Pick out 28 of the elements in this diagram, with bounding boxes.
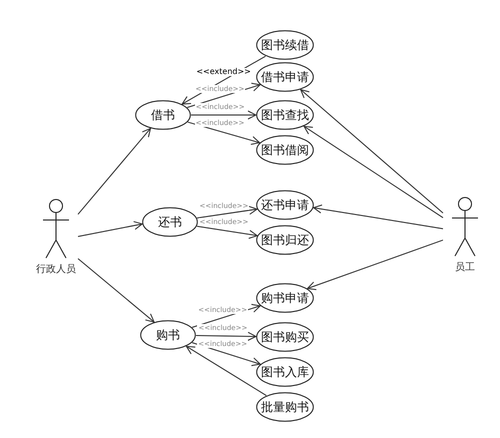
arrow bbox=[313, 204, 444, 230]
use-case-ellipse: 购书 bbox=[140, 320, 196, 350]
use-case-ellipse: 图书归还 bbox=[256, 225, 314, 255]
arrow bbox=[304, 126, 444, 218]
use-case-ellipse: 图书入库 bbox=[256, 357, 314, 387]
use-case-ellipse: 批量购书 bbox=[256, 392, 314, 422]
edge-label: <<extend>> bbox=[195, 68, 252, 76]
use-case-ellipse: 图书借阅 bbox=[256, 135, 314, 165]
actor-name: 行政人员 bbox=[35, 263, 77, 276]
arrow bbox=[78, 221, 143, 238]
use-case-ellipse: 图书购买 bbox=[256, 322, 314, 352]
use-case-ellipse: 还书申请 bbox=[256, 190, 314, 220]
arrow bbox=[196, 226, 258, 239]
use-case-ellipse: 借书申请 bbox=[256, 62, 314, 92]
use-case-ellipse: 图书查找 bbox=[256, 100, 314, 130]
arrow bbox=[300, 89, 444, 214]
arrow bbox=[190, 110, 256, 120]
use-case-ellipse: 图书续借 bbox=[256, 30, 314, 60]
use-case-ellipse: 购书申请 bbox=[256, 283, 314, 313]
arrow bbox=[187, 122, 260, 145]
arrow bbox=[195, 332, 257, 341]
actor-name: 员工 bbox=[454, 261, 476, 274]
arrow bbox=[78, 258, 155, 322]
arrow bbox=[78, 128, 151, 215]
use-case-ellipse: 借书 bbox=[135, 100, 191, 130]
arrow bbox=[196, 206, 258, 218]
arrow bbox=[306, 240, 444, 290]
use-case-ellipse: 还书 bbox=[142, 207, 198, 237]
